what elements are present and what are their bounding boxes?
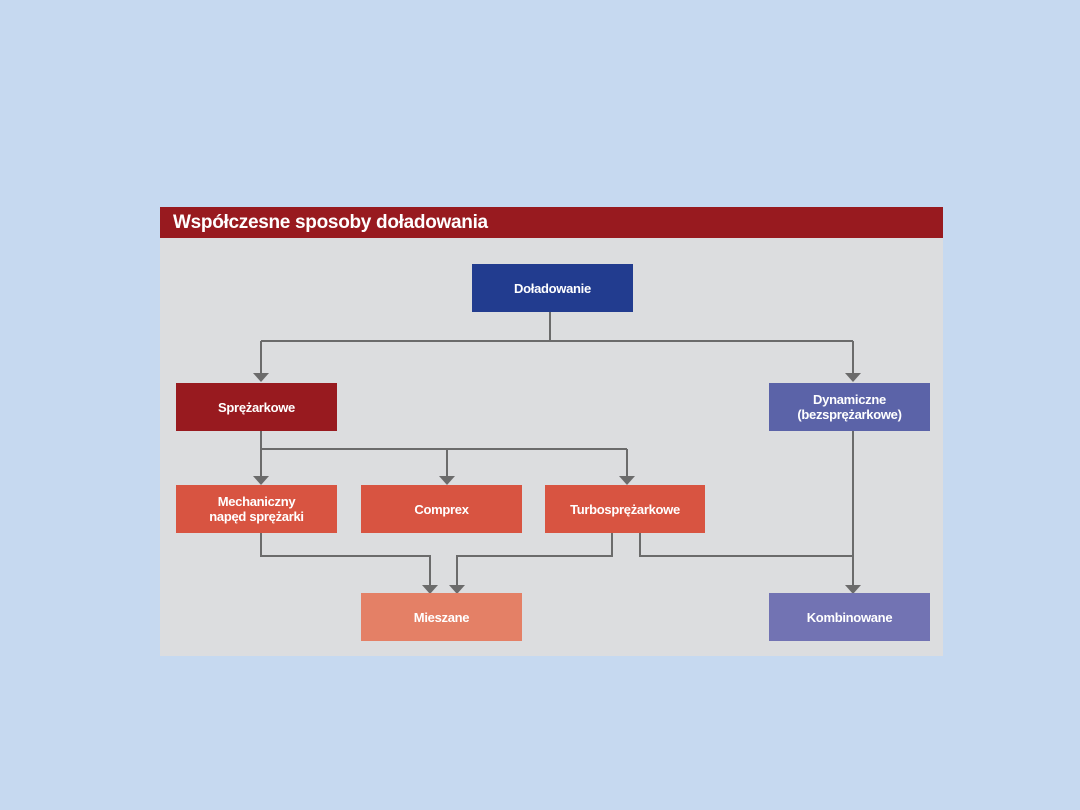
connector-lines (253, 312, 861, 594)
diagram-panel: Współczesne sposoby doładowania (160, 207, 943, 656)
node-mechanical: Mechaniczny napęd sprężarki (176, 485, 337, 533)
node-turbo: Turbosprężarkowe (545, 485, 705, 533)
arrowhead-mixed-right (449, 585, 465, 594)
arrowhead-dynamic (845, 373, 861, 382)
node-root: Doładowanie (472, 264, 633, 312)
connector-mechanical-to-mixed (260, 533, 431, 585)
node-combined: Kombinowane (769, 593, 930, 641)
connector-turbo-to-combined (639, 533, 853, 557)
node-comprex: Comprex (361, 485, 522, 533)
arrowhead-compressor (253, 373, 269, 382)
arrowhead-mechanical (253, 476, 269, 485)
node-mixed: Mieszane (361, 593, 522, 641)
arrowhead-comprex (439, 476, 455, 485)
connector-turbo-to-mixed (456, 533, 613, 585)
node-compressor: Sprężarkowe (176, 383, 337, 431)
arrowhead-mixed-left (422, 585, 438, 594)
diagram-title: Współczesne sposoby doładowania (160, 207, 943, 238)
arrowhead-turbo (619, 476, 635, 485)
arrowhead-combined (845, 585, 861, 594)
node-dynamic: Dynamiczne (bezsprężarkowe) (769, 383, 930, 431)
